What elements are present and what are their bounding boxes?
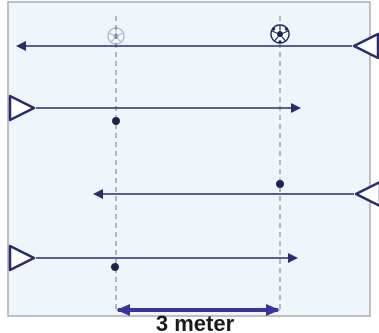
triangle-marker-left-icon bbox=[352, 32, 379, 60]
triangle-marker-right-icon bbox=[8, 244, 36, 272]
player-dot-row-3 bbox=[276, 180, 284, 188]
soccer-ball-icon bbox=[270, 24, 290, 44]
player-dot-row-4 bbox=[111, 263, 119, 271]
player-dot-row-2 bbox=[112, 117, 120, 125]
triangle-marker-right-icon bbox=[8, 94, 36, 122]
triangle-marker-left-icon bbox=[354, 181, 379, 207]
field-area bbox=[7, 1, 371, 317]
soccer-ball-faded-icon bbox=[107, 27, 125, 45]
measurement-label: 3 meter bbox=[156, 311, 235, 333]
